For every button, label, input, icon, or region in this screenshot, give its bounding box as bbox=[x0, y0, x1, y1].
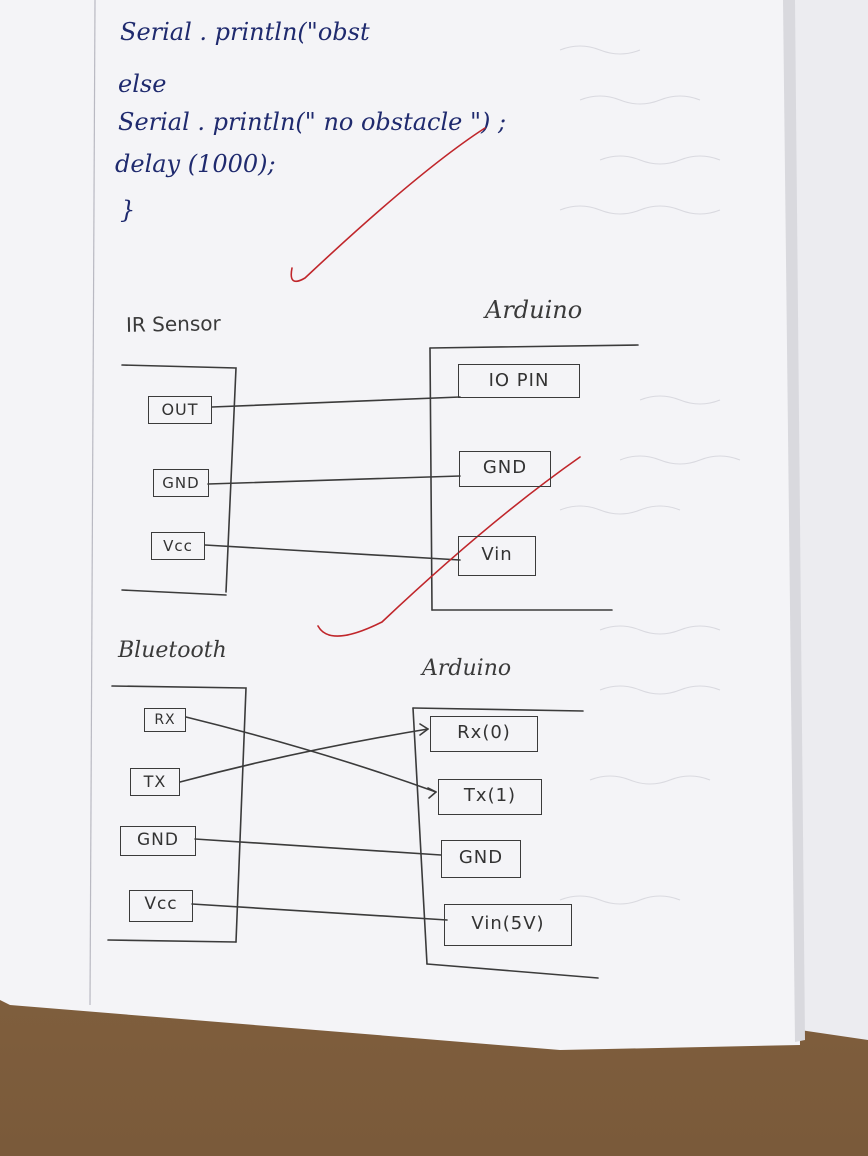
bt-board-pin-vin: Vin(5V) bbox=[444, 904, 572, 946]
bt-board-pin-tx1: Tx(1) bbox=[438, 779, 542, 815]
red-check-ir bbox=[317, 456, 581, 637]
bt-pin-gnd: GND bbox=[120, 826, 196, 856]
bt-sensor-title: Bluetooth bbox=[118, 638, 227, 663]
bt-arduino-title: Arduino bbox=[422, 656, 512, 681]
ir-sensor-title: IR Sensor bbox=[125, 311, 221, 337]
bt-pin-tx: TX bbox=[130, 768, 180, 796]
ir-board-pin-io: IO PIN bbox=[458, 364, 580, 398]
code-line-2: else bbox=[118, 70, 167, 98]
code-line-1: Serial . println("obst bbox=[120, 18, 370, 46]
ir-pin-gnd: GND bbox=[153, 469, 209, 497]
bt-pin-rx: RX bbox=[144, 708, 186, 732]
ir-pin-out: OUT bbox=[148, 396, 212, 424]
ir-board-pin-gnd: GND bbox=[459, 451, 551, 487]
code-line-4: delay (1000); bbox=[115, 150, 276, 178]
bt-pin-vcc: Vcc bbox=[129, 890, 193, 922]
bt-board-pin-rx0: Rx(0) bbox=[430, 716, 538, 752]
code-line-3: Serial . println(" no obstacle ") ; bbox=[118, 108, 507, 136]
ir-pin-vcc: Vcc bbox=[151, 532, 205, 560]
ir-arduino-title: Arduino bbox=[485, 296, 583, 324]
ir-board-pin-vin: Vin bbox=[458, 536, 536, 576]
code-line-5: } bbox=[120, 196, 136, 224]
red-check-code bbox=[290, 127, 486, 283]
bt-board-pin-gnd: GND bbox=[441, 840, 521, 878]
